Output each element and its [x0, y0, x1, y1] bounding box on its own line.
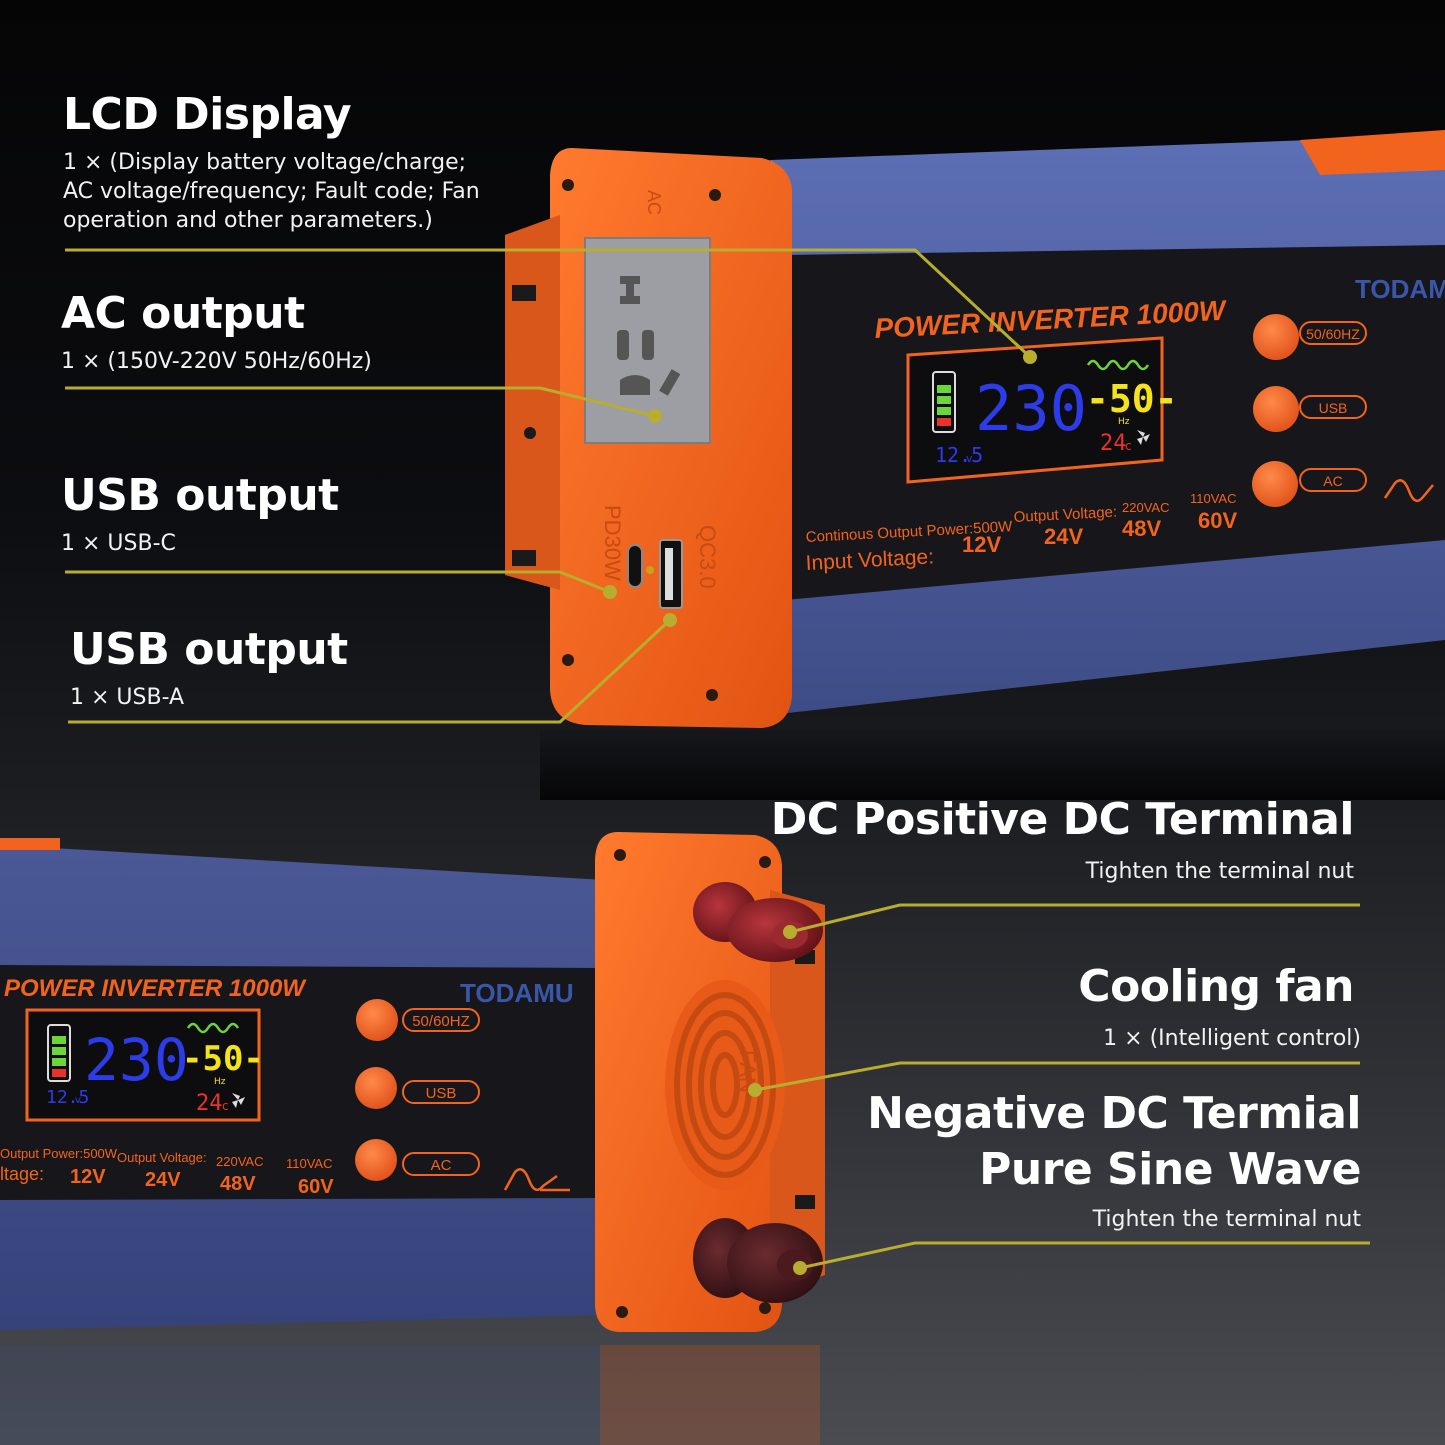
ac-socket-icon — [584, 237, 711, 444]
callout-dcneg-title-1: Negative DC Termial — [867, 1088, 1361, 1139]
callout-dcpos-desc: Tighten the terminal nut — [1085, 859, 1354, 884]
fan-icon — [1137, 430, 1150, 445]
bottom-lcd: 230 -50- Hz 12.5 v 24 c — [25, 1008, 264, 1122]
callout-lcd-display: LCD Display 1 × (Display battery voltage… — [63, 88, 503, 235]
battery-icon — [932, 371, 956, 433]
top-button-usb-label: USB — [1319, 400, 1348, 416]
callout-usbc-desc: 1 × USB-C — [61, 531, 176, 556]
top-brand-logo: TODAMU — [1355, 274, 1445, 304]
callout-usbc-title: USB output — [61, 470, 339, 521]
pd-label: PD30W — [600, 505, 625, 581]
usb-c-port-icon[interactable] — [627, 544, 643, 588]
bottom-button-frequency[interactable] — [356, 999, 398, 1041]
top-button-usb[interactable] — [1253, 386, 1299, 432]
callout-dc-negative: Negative DC Termial Pure Sine Wave Tight… — [761, 1087, 1361, 1234]
bottom-brand-logo: TODAMU — [460, 978, 574, 1008]
callout-usb-a-output: USB output 1 × USB-A — [70, 623, 490, 712]
callout-usb-c-output: USB output 1 × USB-C — [61, 469, 481, 558]
bottom-lcd-hz-unit: Hz — [214, 1077, 226, 1087]
bottom-output-220: 220VAC — [216, 1154, 263, 1169]
top-output-voltage: Output Voltage: — [1013, 504, 1117, 526]
callout-dc-positive: DC Positive DC Terminal Tighten the term… — [754, 793, 1355, 886]
lcd-wave-icon — [1086, 359, 1150, 371]
bottom-input-48v: 48V — [220, 1173, 256, 1195]
lcd-frequency: -50- — [1086, 377, 1178, 421]
top-output-220: 220VAC — [1122, 500, 1169, 515]
terminal-knob-icon[interactable] — [693, 882, 823, 962]
callout-ac-output: AC output 1 × (150V-220V 50Hz/60Hz) — [61, 287, 481, 376]
top-button-frequency-label: 50/60HZ — [1306, 326, 1360, 342]
bottom-button-ac[interactable] — [355, 1139, 397, 1181]
top-button-ac-label: AC — [1323, 473, 1342, 489]
callout-lcd-title: LCD Display — [63, 89, 352, 140]
top-input-12v: 12V — [962, 532, 1001, 557]
callout-fan-title: Cooling fan — [1078, 961, 1354, 1012]
lcd-battery-unit: v — [966, 452, 973, 465]
top-lcd: 230 -50- Hz 12.5 v 24 c — [906, 336, 1178, 484]
lcd-hz-unit: Hz — [1118, 417, 1130, 427]
bottom-button-ac-label: AC — [431, 1157, 452, 1174]
bottom-input-voltage: ltage: — [0, 1164, 44, 1184]
bottom-mount-flange — [770, 890, 825, 1295]
top-button-frequency[interactable] — [1253, 314, 1299, 360]
bottom-button-usb-label: USB — [426, 1085, 457, 1102]
bottom-lcd-battery: 12.5 — [46, 1087, 89, 1108]
callout-usba-title: USB output — [70, 624, 348, 675]
bottom-lcd-temp: 24 — [196, 1091, 223, 1116]
callout-dcneg-desc: Tighten the terminal nut — [1092, 1207, 1361, 1232]
top-output-110: 110VAC — [1190, 491, 1237, 506]
callout-cooling-fan: Cooling fan 1 × (Intelligent control) — [854, 960, 1361, 1053]
top-buttons: 50/60HZ USB AC — [1252, 314, 1434, 507]
bottom-output-110: 110VAC — [286, 1156, 333, 1171]
bottom-inverter: POWER INVERTER 1000W TODAMU 230 -50- Hz … — [0, 832, 825, 1332]
top-input-24v: 24V — [1044, 524, 1083, 549]
bottom-input-12v: 12V — [70, 1166, 106, 1188]
bottom-model-title: POWER INVERTER 1000W — [4, 975, 307, 1002]
top-input-60v: 60V — [1198, 508, 1237, 533]
lcd-temperature: 24 — [1100, 431, 1127, 456]
callout-dcneg-title-2: Pure Sine Wave — [979, 1144, 1361, 1195]
bottom-sine-wave-icon — [503, 1168, 570, 1192]
callout-ac-desc: 1 × (150V-220V 50Hz/60Hz) — [61, 349, 372, 374]
bottom-button-frequency-label: 50/60HZ — [412, 1013, 470, 1030]
top-mount-flange — [505, 215, 560, 590]
callout-ac-title: AC output — [61, 288, 305, 339]
bottom-button-usb[interactable] — [355, 1067, 397, 1109]
qc-label: QC3.0 — [695, 525, 720, 589]
bottom-continuous-power: Output Power:500W — [0, 1146, 118, 1161]
bottom-lcd-temp-unit: c — [222, 1099, 229, 1113]
sine-wave-icon — [1383, 479, 1434, 503]
top-inverter: POWER INVERTER 1000W TODAMU 230 -50- Hz … — [505, 130, 1445, 728]
top-button-ac[interactable] — [1252, 461, 1298, 507]
lcd-voltage: 230 — [975, 372, 1087, 445]
bottom-output-voltage: Output Voltage: — [117, 1150, 207, 1165]
fan-grille: FAN — [665, 980, 785, 1190]
leader-lines — [65, 248, 1370, 1270]
bottom-lcd-battery-unit: v — [75, 1095, 81, 1106]
callout-lcd-desc: 1 × (Display battery voltage/charge; AC … — [63, 150, 480, 233]
callout-dcpos-title: DC Positive DC Terminal — [770, 794, 1355, 845]
top-input-48v: 48V — [1122, 516, 1161, 541]
lcd-temp-unit: c — [1125, 439, 1132, 453]
lcd-battery-voltage: 12.5 — [935, 443, 983, 467]
bottom-lcd-voltage: 230 — [84, 1026, 189, 1094]
bottom-input-60v: 60V — [298, 1176, 334, 1198]
callout-fan-desc: 1 × (Intelligent control) — [1103, 1026, 1361, 1051]
negative-terminal-knob-icon[interactable] — [693, 1218, 823, 1303]
top-rear-cap — [1300, 130, 1445, 175]
bottom-input-24v: 24V — [145, 1169, 181, 1191]
bottom-lcd-frequency: -50- — [182, 1039, 264, 1079]
leader-dots — [603, 350, 1037, 1275]
callout-usba-desc: 1 × USB-A — [70, 685, 185, 710]
ac-socket-label: AC — [644, 190, 664, 215]
